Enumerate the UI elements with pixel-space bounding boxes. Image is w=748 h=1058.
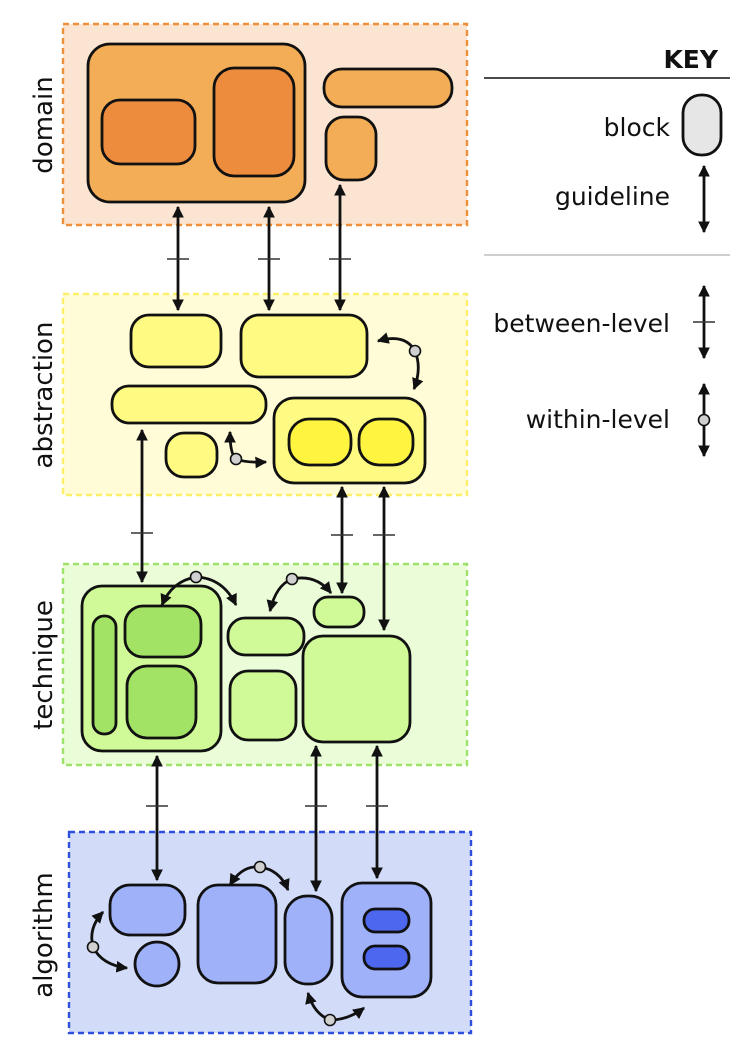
technique-block-small xyxy=(312,595,366,629)
within-level-arrow xyxy=(376,332,424,391)
key-legend: KEY block guideline between-level within… xyxy=(484,45,730,458)
domain-block-small xyxy=(324,115,378,182)
algorithm-block-top-left xyxy=(108,883,187,937)
abstraction-level-label: abstraction xyxy=(29,322,59,469)
key-between-level-arrow xyxy=(693,284,715,360)
between-level-arrow xyxy=(366,744,388,880)
key-title: KEY xyxy=(663,45,718,74)
abstraction-block-inner-left xyxy=(287,417,353,467)
between-level-arrow xyxy=(131,428,153,584)
technique-block-wide xyxy=(226,616,306,657)
key-within-level-label: within-level xyxy=(526,405,670,434)
technique-block-tall-bar xyxy=(91,614,118,736)
algorithm-block-tall xyxy=(283,894,334,986)
domain-level-label: domain xyxy=(29,76,59,173)
algorithm-level-label: algorithm xyxy=(29,872,59,997)
key-block-swatch xyxy=(681,93,723,157)
within-level-arrow xyxy=(224,430,268,469)
domain-block-inner-left xyxy=(100,98,197,166)
within-level-arrow xyxy=(86,911,129,973)
algorithm-block-inner-bottom xyxy=(362,944,411,971)
domain-block-inner-right xyxy=(212,66,296,178)
technique-block-inner-bottom xyxy=(125,664,198,740)
key-between-level-label: between-level xyxy=(493,309,670,338)
abstraction-block-small xyxy=(164,431,219,479)
key-block-label: block xyxy=(604,113,671,142)
abstraction-block-a xyxy=(129,313,223,369)
algorithm-block-inner-top xyxy=(362,907,411,934)
between-level-arrow xyxy=(258,205,280,312)
between-level-arrow xyxy=(146,754,168,882)
within-level-arrow xyxy=(266,572,333,613)
key-guideline-label: guideline xyxy=(555,182,670,211)
technique-level-label: technique xyxy=(29,600,59,730)
abstraction-block-b xyxy=(239,313,369,379)
key-within-level-arrow xyxy=(697,382,711,458)
domain-block-wide xyxy=(322,67,454,109)
between-level-arrow xyxy=(373,485,395,632)
abstraction-block-wide xyxy=(110,384,268,425)
between-level-arrow xyxy=(305,744,327,893)
algorithm-block-container xyxy=(340,881,433,999)
abstraction-block-inner-right xyxy=(357,417,415,467)
between-level-arrow xyxy=(167,205,189,312)
between-level-arrow xyxy=(329,183,351,312)
technique-block-square xyxy=(228,669,298,742)
algorithm-block-circle xyxy=(133,940,181,988)
between-level-arrow xyxy=(331,485,353,595)
algorithm-block-square xyxy=(196,883,278,985)
within-level-arrow xyxy=(305,991,365,1027)
technique-block-large xyxy=(301,634,412,744)
within-level-arrow xyxy=(160,570,238,607)
technique-block-inner-top xyxy=(123,604,203,659)
within-level-arrow xyxy=(228,860,290,892)
